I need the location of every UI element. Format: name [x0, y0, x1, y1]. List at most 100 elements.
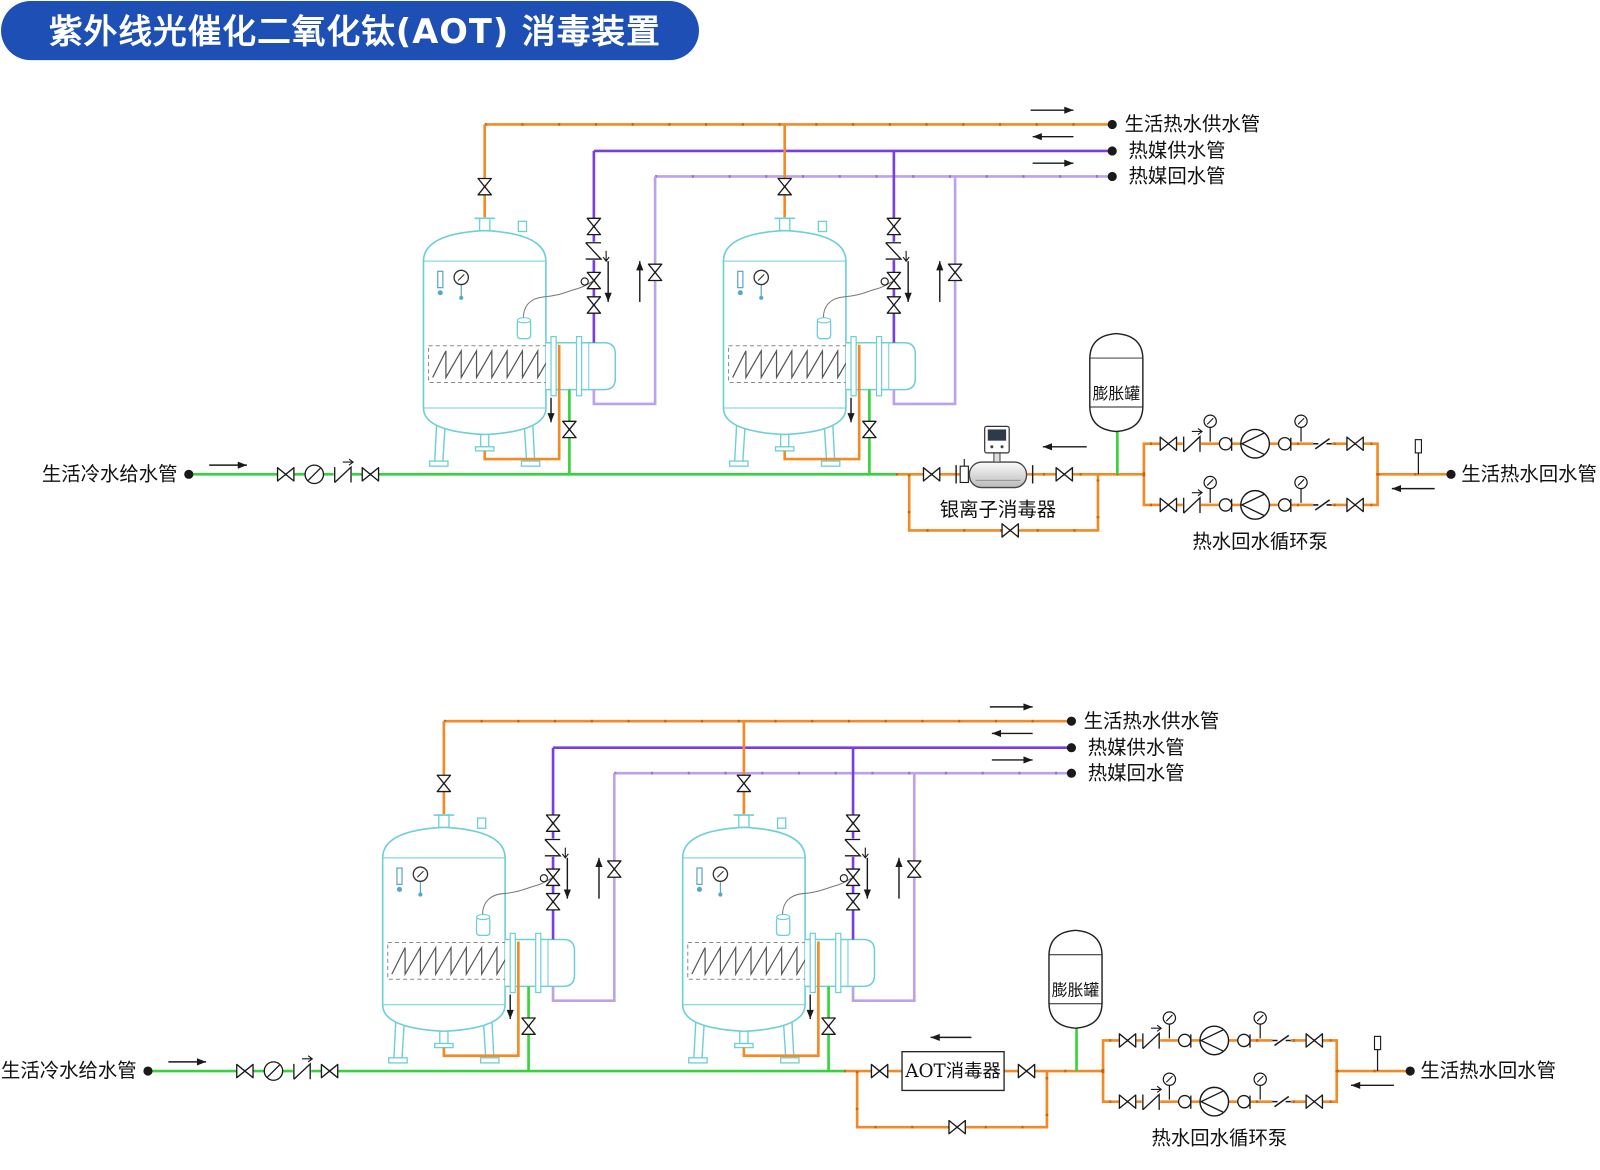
gate-valve-icon	[236, 1063, 254, 1079]
swing-check-valve-body	[1313, 499, 1332, 511]
gate-valve-icon	[906, 860, 922, 878]
flexible-joint-ring	[1237, 1033, 1251, 1048]
heating-coil	[391, 945, 513, 977]
thermometer-bulb	[696, 886, 703, 893]
check-valve-flow-mark	[902, 250, 910, 263]
arrow-head	[1032, 133, 1042, 141]
heat-exchanger-flange-inner	[850, 336, 857, 397]
storage-water-heater-2	[722, 124, 963, 475]
pressure-gauge-needle	[1165, 1014, 1173, 1022]
temperature-sensor-cap	[516, 317, 532, 324]
vessel-legs	[693, 1018, 795, 1058]
gate-valve-icon	[845, 814, 861, 833]
arrow-head	[1042, 443, 1053, 451]
check-valve-flow-mark	[1191, 489, 1203, 497]
arrow-head	[547, 413, 555, 423]
pump-impeller	[1199, 1029, 1224, 1052]
flexible-joint-icon	[1218, 498, 1233, 513]
hot-water-supply-label: 生活热水供水管	[1084, 709, 1220, 732]
pressure-gauge-needle	[1206, 417, 1214, 425]
arrow-head	[806, 1009, 814, 1020]
flow-direction-arrow-icon	[1391, 485, 1435, 493]
check-valve-body	[293, 1062, 311, 1080]
storage-water-heater-1	[422, 124, 663, 475]
gate-valve-body	[1159, 497, 1178, 513]
gate-valve-icon	[545, 892, 561, 911]
swing-check-valve-body	[1272, 1095, 1291, 1108]
check-valve-icon	[585, 241, 610, 263]
heating-coil-outline	[728, 345, 860, 384]
pressure-gauge-needle	[1206, 479, 1214, 486]
vessel-top-nozzle	[738, 814, 750, 828]
heat-exchanger-flange-inner	[809, 932, 816, 994]
vessel-bottom-flange	[434, 1042, 454, 1049]
gate-valve-icon	[320, 1063, 339, 1079]
arrow-head	[1351, 1081, 1361, 1089]
hot-water-return-label: 生活热水回水管	[1420, 1059, 1556, 1082]
flow-direction-arrow-icon	[563, 857, 571, 899]
flow-direction-arrow-icon	[1351, 1081, 1394, 1089]
thermometer-bulb	[737, 290, 743, 296]
check-valve-flow-mark	[561, 847, 569, 859]
gate-valve-body	[1118, 1033, 1137, 1048]
flow-direction-arrow-icon	[604, 261, 612, 302]
circulation-inlet-pipe	[483, 344, 561, 461]
gate-valve-icon	[948, 1119, 966, 1135]
gate-valve-body	[886, 296, 902, 314]
swing-check-valve-icon	[1313, 436, 1332, 451]
gate-valve-icon	[1001, 523, 1020, 538]
gate-valve-body	[320, 1063, 339, 1079]
cold-water-feed-label: 生活冷水给水管	[42, 462, 178, 485]
flow-direction-arrow-icon	[904, 261, 912, 302]
gate-valve-icon	[545, 814, 561, 833]
gate-valve-body	[647, 263, 663, 282]
cold-water-feed-endpoint	[143, 1066, 153, 1076]
gate-valve-icon	[1118, 1094, 1137, 1109]
disinfector-label: AOT消毒器	[904, 1061, 1001, 1082]
vessel-seams	[382, 857, 506, 1006]
gate-valve-icon	[1017, 1063, 1036, 1079]
gate-valve-body	[562, 420, 577, 439]
tank-gauge-port	[759, 295, 764, 300]
circulation-inlet-pipe	[742, 941, 820, 1058]
disinfector-button-left	[990, 445, 994, 449]
gate-valve-body	[886, 271, 902, 290]
water-meter-needle	[266, 1064, 281, 1078]
flexible-joint-ring	[1277, 436, 1292, 451]
flexible-joint-icon	[1277, 436, 1292, 451]
storage-water-heater-2	[681, 721, 922, 1072]
gate-valve-icon	[862, 420, 877, 439]
check-valve-icon	[1141, 1024, 1163, 1050]
vessel-top-nozzle	[778, 217, 791, 232]
gate-valve-icon	[821, 1017, 836, 1035]
temperature-sensor-cap	[775, 913, 791, 921]
gate-valve-body	[361, 467, 380, 482]
vessel-foot-left	[728, 460, 749, 467]
expansion-tank-icon	[1089, 332, 1144, 433]
pump-casing	[1199, 1086, 1230, 1117]
gate-valve-body	[845, 892, 861, 911]
flexible-joint-ring	[1177, 1094, 1192, 1109]
title-banner-background	[1, 1, 699, 61]
vessel-foot-left	[688, 1057, 708, 1064]
heat-media-supply-label: 热媒供水管	[1088, 736, 1185, 759]
flow-direction-arrow-icon	[930, 1033, 972, 1041]
pressure-gauge-needle	[1297, 417, 1305, 425]
thermometer-bulb	[396, 886, 403, 893]
vessel-bottom-nozzle	[779, 433, 790, 448]
arrow-head	[563, 889, 571, 899]
heat-media-return-label: 热媒回水管	[1088, 761, 1185, 784]
heating-coil	[732, 348, 854, 380]
gate-valve-icon	[777, 177, 792, 196]
heat-exchanger-flange-outer	[575, 336, 583, 397]
disinfector-label: 银离子消毒器	[940, 498, 1056, 521]
check-valve-icon	[292, 1055, 314, 1080]
gate-valve-icon	[606, 860, 622, 878]
valve-actuator-icon	[580, 277, 589, 286]
gate-valve-icon	[736, 774, 752, 793]
heat-exchanger-flange-outer	[835, 932, 842, 994]
gate-valve-icon	[521, 1017, 536, 1035]
flexible-joint-ring	[1237, 1094, 1251, 1109]
gate-valve-body	[906, 860, 922, 878]
